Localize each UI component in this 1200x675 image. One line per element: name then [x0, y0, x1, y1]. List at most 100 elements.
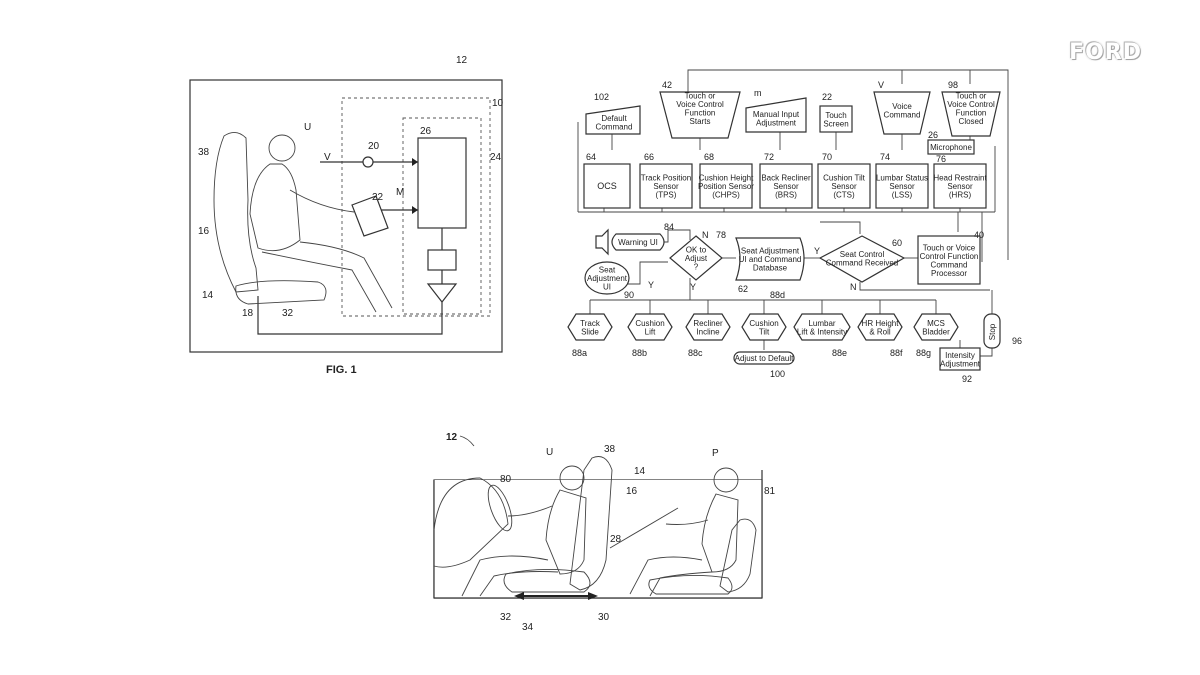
- ref-70: 70: [822, 152, 832, 162]
- ref-Vb: V: [878, 80, 884, 90]
- node-warning-ui: [611, 233, 665, 251]
- fig2-driver-seat-cushion: [503, 568, 591, 593]
- node-cushion-lift: [627, 313, 673, 341]
- fig2-ref-P: P: [712, 448, 719, 459]
- flowchart-connectors: [577, 69, 1009, 357]
- fig2-ref-U: U: [546, 447, 553, 458]
- ref-68: 68: [704, 152, 714, 162]
- fig2-steering-wheel: [487, 484, 513, 532]
- node-intensity: [939, 347, 981, 371]
- fig1-frame: [189, 79, 503, 353]
- fig2-passenger-seat-back: [719, 518, 757, 593]
- ref-88b: 88b: [632, 348, 647, 358]
- fig2-passenger-head: [713, 467, 739, 493]
- microphone-icon: [362, 156, 374, 168]
- fig1-occupant-arm: [289, 189, 355, 213]
- fig1-diagram: [189, 79, 503, 353]
- ref-14: 14: [202, 290, 214, 301]
- node-command-received: [818, 235, 906, 283]
- node-ocs: [583, 163, 631, 209]
- label-hr-height: HR Height& Roll: [862, 319, 900, 337]
- fig2-diagram: [433, 456, 763, 600]
- fig2-ref-38: 38: [604, 444, 616, 455]
- ref-92: 92: [962, 374, 972, 384]
- edge-label-Y3: Y: [814, 246, 820, 256]
- speaker-icon: [595, 228, 609, 256]
- node-hr-height: [857, 313, 903, 341]
- ref-60: 60: [892, 238, 902, 248]
- ref-88d: 88d: [770, 290, 785, 300]
- ref-26b: 26: [928, 130, 938, 140]
- ref-22b: 22: [822, 92, 832, 102]
- node-touch-screen: [819, 105, 853, 133]
- fig1-occupant-legs: [261, 241, 393, 313]
- node-processor: [917, 235, 981, 285]
- fig2-passenger-legs: [629, 556, 713, 597]
- ref-88g: 88g: [916, 348, 931, 358]
- ref-88a: 88a: [572, 348, 587, 358]
- ref-88f: 88f: [890, 348, 903, 358]
- node-manual-input: [745, 97, 807, 133]
- fig1-switch: [427, 249, 457, 271]
- fig2-ref-16: 16: [626, 486, 638, 497]
- fig2-ref-32: 32: [500, 612, 512, 623]
- ref-84: 84: [664, 222, 674, 232]
- node-default-command: [585, 105, 641, 135]
- ref-42: 42: [662, 80, 672, 90]
- fig2-ref-80: 80: [500, 474, 512, 485]
- ref-64: 64: [586, 152, 596, 162]
- ref-M: M: [396, 187, 404, 198]
- ref-24: 24: [490, 152, 502, 163]
- ref-88e: 88e: [832, 348, 847, 358]
- ref-76: 76: [936, 154, 946, 164]
- fig2-passenger-torso: [701, 493, 739, 573]
- node-ok-to-adjust: [669, 235, 723, 281]
- fig1-actuator: [426, 283, 458, 303]
- node-chps: [699, 163, 753, 209]
- fig2-driver-head: [559, 465, 585, 491]
- fig2-ref-30: 30: [598, 612, 610, 623]
- fig2-driver-legs: [461, 555, 559, 597]
- ref-98: 98: [948, 80, 958, 90]
- flowchart-refs: 102 42 m 22 V 98 26 64 66 68 72 70 74 76…: [572, 80, 1022, 384]
- ref-10: 10: [492, 98, 504, 109]
- label-ocs: OCS: [597, 181, 617, 191]
- node-database: [735, 237, 805, 281]
- node-cts: [817, 163, 871, 209]
- edge-label-Y: Y: [690, 282, 696, 292]
- fig1-seat-back: [213, 132, 259, 293]
- fig1-controller-26: [417, 137, 467, 229]
- ref-66: 66: [644, 152, 654, 162]
- ref-26: 26: [420, 126, 432, 137]
- fig1-feedback-line: [257, 296, 443, 335]
- ref-96: 96: [1012, 336, 1022, 346]
- ref-90: 90: [624, 290, 634, 300]
- node-voice-command: [873, 91, 931, 135]
- ref-78: 78: [716, 230, 726, 240]
- node-microphone: [927, 139, 975, 155]
- fig2-passenger-seat-cushion: [648, 574, 733, 595]
- ref-88c: 88c: [688, 348, 703, 358]
- label-microphone: Microphone: [930, 143, 972, 152]
- ref-102: 102: [594, 92, 609, 102]
- ford-logo: FORD: [1069, 40, 1142, 65]
- node-lumbar: [793, 313, 851, 341]
- ref-38: 38: [198, 147, 210, 158]
- fig2-ref-81: 81: [764, 486, 776, 497]
- fig1-caption: FIG. 1: [326, 364, 357, 376]
- fig2-ref-12: 12: [446, 432, 458, 443]
- flowchart-shapes: [567, 91, 1001, 371]
